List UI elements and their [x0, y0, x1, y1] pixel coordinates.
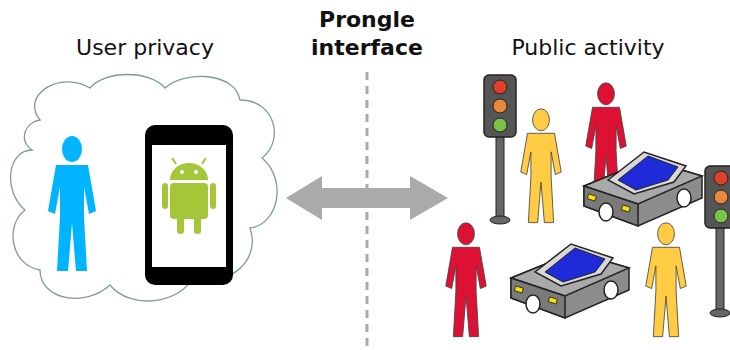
section-heading: User privacy — [76, 34, 214, 62]
interface-heading: Prongle interface — [287, 6, 447, 62]
section-heading: Public activity — [511, 34, 664, 62]
